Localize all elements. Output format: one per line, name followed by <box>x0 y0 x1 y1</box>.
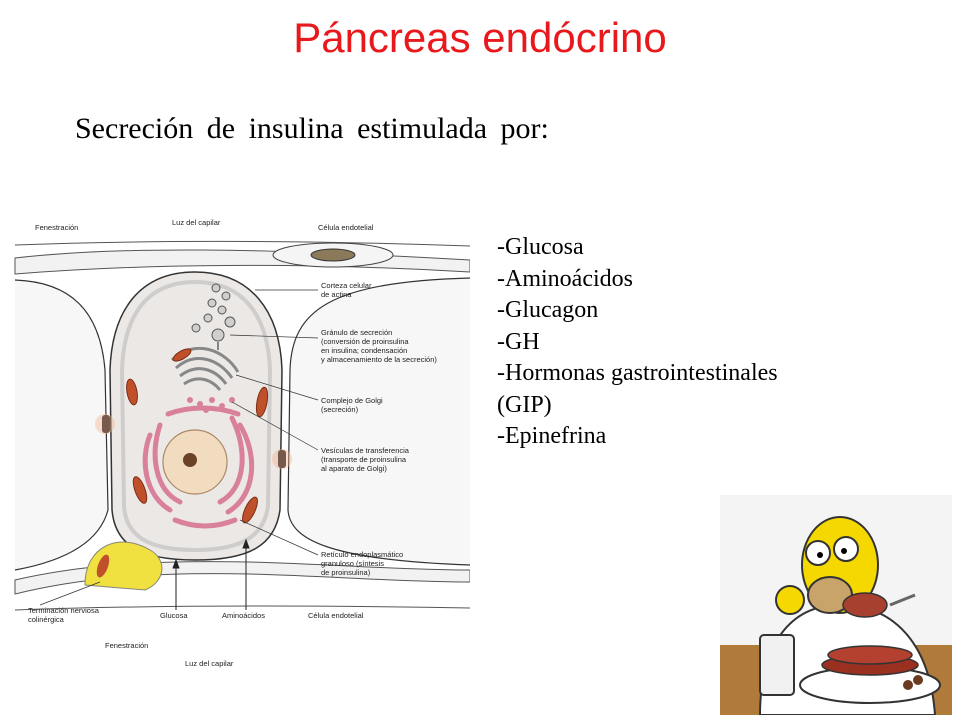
rough-er <box>142 405 255 529</box>
label-fenestracion-bottom: Fenestración <box>105 641 148 650</box>
beta-cell-diagram: Fenestración Luz del capilar Célula endo… <box>14 218 470 668</box>
milk-glass <box>759 634 795 696</box>
label-golgi-2: (secreción) <box>321 405 359 414</box>
label-granulo-3: en insulina; condensación <box>321 346 407 355</box>
label-corteza-1: Corteza celular <box>321 281 372 290</box>
list-item: -GH <box>497 328 540 355</box>
label-vesiculas-1: Vesículas de transferencia <box>321 446 410 455</box>
list-item: -Glucagon <box>497 297 599 323</box>
label-celula-endotelial-top: Célula endotelial <box>318 223 374 232</box>
label-vesiculas-2: (transporte de proinsulina <box>321 455 407 464</box>
list-item: (GIP) <box>497 391 552 418</box>
label-corteza-2: de actina <box>321 290 352 299</box>
label-celula-endotelial-bottom: Célula endotelial <box>308 611 364 620</box>
label-glucosa: Glucosa <box>160 611 188 620</box>
label-aminoacidos: Aminoácidos <box>222 611 265 620</box>
stimulus-arrows <box>172 342 250 610</box>
label-granulo-1: Gránulo de secreción <box>321 328 392 337</box>
label-terminacion-1: Terminación nerviosa <box>28 606 100 615</box>
label-granulo-2: (conversión de proinsulina <box>321 337 409 346</box>
label-fenestracion-top: Fenestración <box>35 223 78 232</box>
list-item: -Aminoácidos <box>497 265 633 292</box>
subtitle: Secreción de insulina estimulada por: <box>75 112 549 145</box>
label-terminacion-2: colinérgica <box>28 615 65 624</box>
list-item: -Glucosa <box>497 234 584 260</box>
capillary-wall-top <box>14 249 470 275</box>
eating-cartoon <box>720 495 952 715</box>
list-item: -Epinefrina <box>497 423 607 449</box>
page-title: Páncreas endócrino <box>293 14 667 61</box>
label-luz-capilar-bottom: Luz del capilar <box>185 659 234 668</box>
label-vesiculas-3: al aparato de Golgi) <box>321 464 387 473</box>
label-reticulo-1: Retículo endoplasmático <box>321 550 403 559</box>
mitochondria <box>126 348 269 524</box>
label-reticulo-3: de proinsulina) <box>321 568 371 577</box>
list-item: -Hormonas gastrointestinales <box>497 360 778 386</box>
stimuli-list: -Glucosa -Aminoácidos -Glucagon -GH -Hor… <box>497 232 778 453</box>
label-granulo-4: y almacenamiento de la secreción) <box>321 355 437 364</box>
nerve-terminal <box>84 541 163 591</box>
secretion-granules <box>191 283 236 342</box>
capillary-wall-bottom <box>14 561 470 595</box>
label-reticulo-2: granuloso (síntesis <box>321 559 384 568</box>
endothelial-nucleus <box>310 248 356 262</box>
label-luz-capilar-top: Luz del capilar <box>172 218 221 227</box>
label-golgi-1: Complejo de Golgi <box>321 396 383 405</box>
